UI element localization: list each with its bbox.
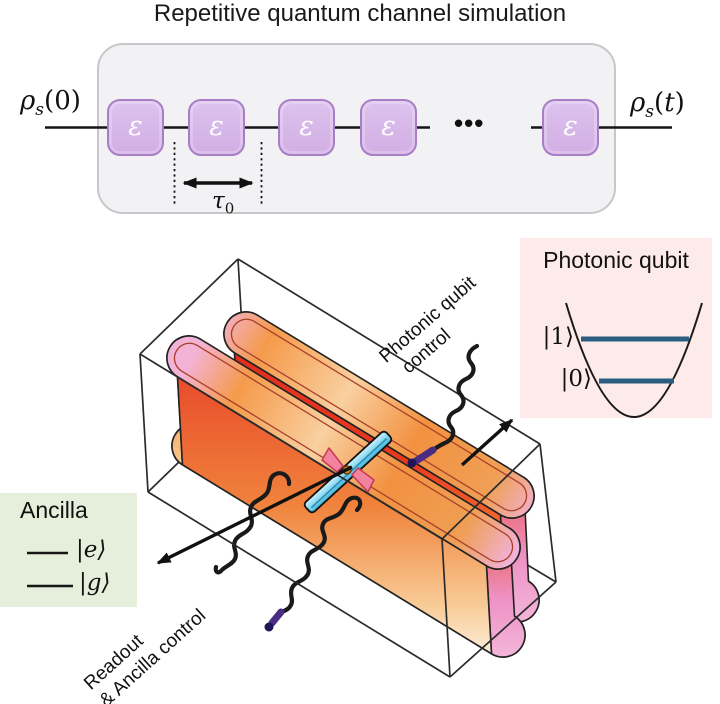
- output-state-label: ρs(t): [630, 88, 685, 123]
- input-state-label: ρs(0): [20, 86, 81, 121]
- channel-symbol: ε: [563, 111, 578, 142]
- channel-symbol: ε: [299, 111, 314, 142]
- channel-box-5: ε: [542, 99, 599, 156]
- photonic-control-label: Photonic qubit control: [375, 272, 481, 379]
- ancilla-panel-title: Ancilla: [20, 497, 88, 523]
- channel-symbol: ε: [381, 111, 396, 142]
- connector-top: [412, 446, 437, 465]
- channel-box-1: ε: [107, 99, 164, 156]
- channel-symbol: ε: [209, 111, 224, 142]
- antenna-pads: [321, 447, 375, 493]
- ket-e-label: |e⟩: [76, 537, 107, 563]
- ket-0-label: |0⟩: [560, 366, 592, 392]
- rho-symbol: ρ: [630, 88, 646, 118]
- arrow-to-photonic: [460, 418, 514, 467]
- junction-dot: [342, 465, 352, 475]
- cavity-front-post: [166, 335, 526, 658]
- circuit-panel: [97, 43, 616, 214]
- figure-title: Repetitive quantum channel simulation: [153, 0, 567, 27]
- photonic-panel-title: Photonic qubit: [543, 247, 689, 273]
- channel-box-2: ε: [188, 99, 245, 156]
- channel-box-3: ε: [278, 99, 335, 156]
- arrow-to-ancilla: [156, 465, 353, 565]
- ket-1-label: |1⟩: [542, 324, 574, 350]
- circuit-ellipsis: •••: [454, 108, 485, 138]
- rho-symbol: ρ: [20, 86, 36, 116]
- cable-middle: [264, 495, 363, 632]
- connector-middle: [268, 608, 285, 627]
- transmon-chip: [303, 430, 393, 514]
- channel-symbol: ε: [128, 111, 143, 142]
- cable-left: [213, 471, 292, 575]
- interval-label: τ0: [212, 188, 235, 218]
- channel-box-4: ε: [360, 99, 417, 156]
- ket-g-label: |g⟩: [79, 570, 111, 596]
- ancilla-panel: [0, 493, 137, 607]
